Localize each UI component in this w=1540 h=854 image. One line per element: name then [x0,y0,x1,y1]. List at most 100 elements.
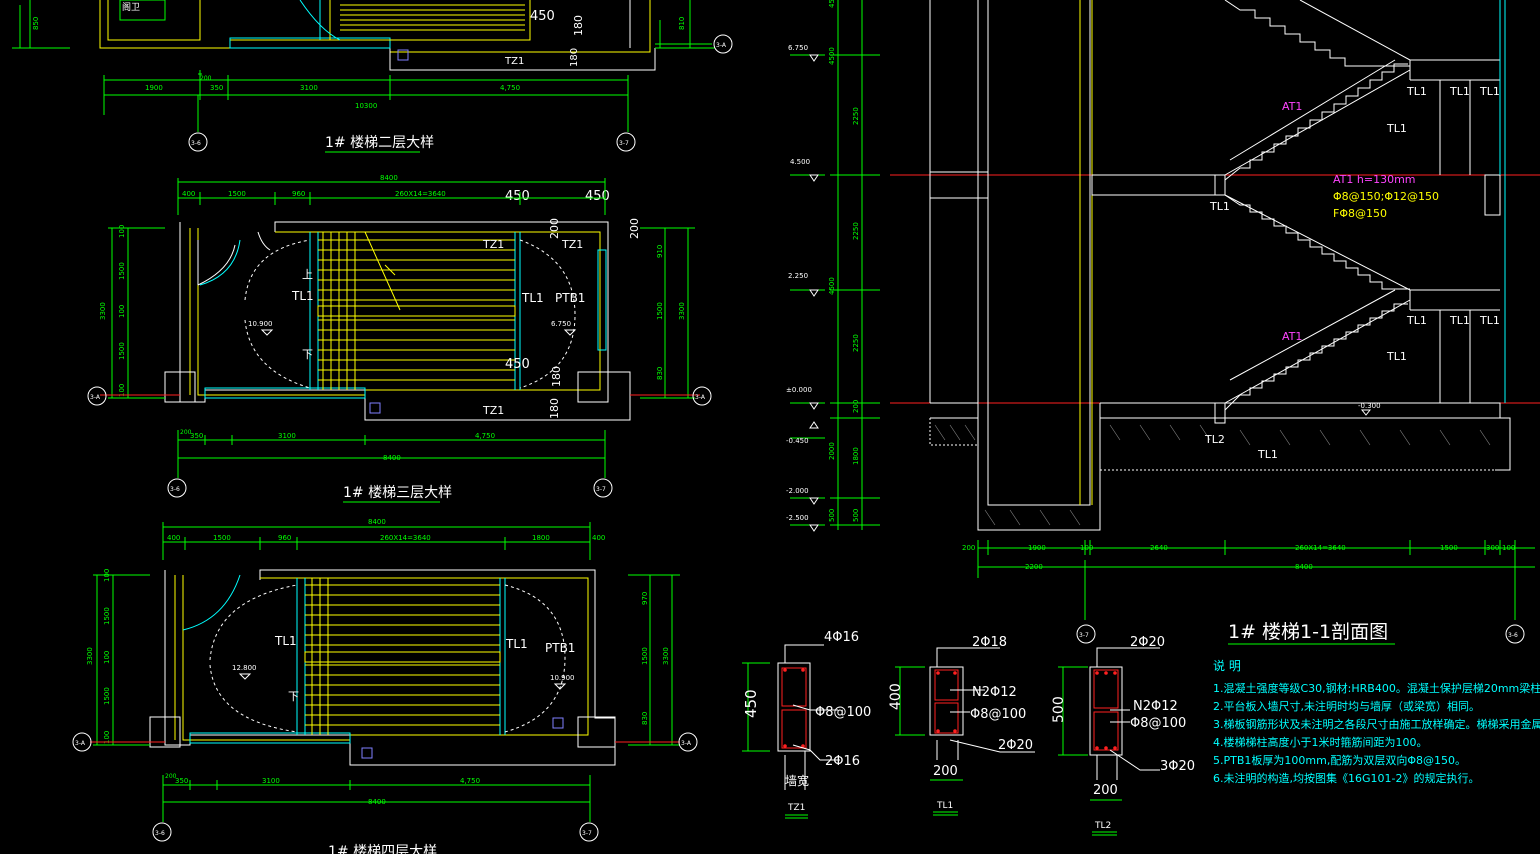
svg-text:100: 100 [1502,544,1515,552]
label-tz1-c: TZ1 [482,404,504,417]
svg-text:200: 200 [962,544,975,552]
svg-text:3100: 3100 [262,777,280,785]
svg-text:2.250: 2.250 [788,272,808,280]
svg-text:830: 830 [656,367,664,380]
svg-text:200: 200 [548,218,561,239]
svg-text:3300: 3300 [678,302,686,320]
plan-title: 1# 楼梯二层大样 [325,135,434,151]
svg-text:N2Φ12: N2Φ12 [972,685,1017,700]
note-4: 4.楼梯梯柱高度小于1米时箍筋间距为100。 [1213,735,1428,749]
svg-text:3-6: 3-6 [1508,632,1518,639]
svg-text:100: 100 [103,569,111,582]
svg-text:2640: 2640 [1150,544,1168,552]
detail-tl1: 400 2Φ18 N2Φ12 Φ8@100 2Φ20 200 TL1 [888,635,1035,816]
svg-text:180: 180 [548,398,561,419]
svg-text:400: 400 [888,683,904,710]
svg-text:12.800: 12.800 [232,664,257,672]
svg-text:450: 450 [505,357,530,372]
svg-text:4500: 4500 [828,47,836,65]
svg-text:4.500: 4.500 [790,158,810,166]
svg-text:PTB1: PTB1 [545,641,575,655]
svg-text:970: 970 [641,592,649,605]
section-1-1: 6.750 4.500 2.250 ±0.000 -0.450 -2.000 -… [786,0,1540,645]
svg-text:1500: 1500 [103,687,111,705]
svg-text:2250: 2250 [852,107,860,125]
note-5: 5.PTB1板厚为100mm,配筋为双层双向Φ8@150。 [1213,753,1466,767]
svg-text:4500: 4500 [828,0,836,8]
svg-text:260X14=3640: 260X14=3640 [1295,544,1346,552]
svg-text:3300: 3300 [86,647,94,665]
svg-text:200: 200 [165,773,177,780]
svg-text:3300: 3300 [99,302,107,320]
svg-text:100: 100 [118,225,126,238]
svg-text:3-7: 3-7 [619,140,629,147]
svg-text:3-A: 3-A [90,394,101,401]
svg-text:200: 200 [180,429,192,436]
svg-text:TL1: TL1 [1386,122,1407,135]
svg-text:3-7: 3-7 [596,486,606,493]
svg-text:2250: 2250 [852,334,860,352]
plan-fourth-floor: TL1 TL1 PTB1 下 12.800 10.900 8400 400 15… [72,518,698,854]
dim-3100: 3100 [300,84,318,92]
svg-text:TL1: TL1 [1449,314,1470,327]
at1-note-3: FΦ8@150 [1333,207,1387,220]
svg-text:-0.450: -0.450 [786,437,809,445]
svg-text:400: 400 [167,534,180,542]
svg-text:3-7: 3-7 [1079,632,1089,639]
svg-text:6.750: 6.750 [788,44,808,52]
dim-4750: 4,750 [500,84,520,92]
at1-note-2: Φ8@150;Φ12@150 [1333,190,1439,203]
label: 阁卫 [122,1,140,13]
svg-text:500: 500 [852,509,860,522]
detail-tz1: 450 4Φ16 Φ8@100 2Φ16 墙宽 TZ1 [742,630,871,819]
label-tl1-a: TL1 [291,289,314,303]
note-1: 1.混凝土强度等级C30,钢材:HRB400。混凝土保护层梯20mm梁柱30mm… [1213,681,1540,695]
dim-right: 810 [678,17,686,30]
svg-text:100: 100 [1080,544,1093,552]
svg-text:2200: 2200 [1025,563,1043,571]
svg-text:8400: 8400 [383,454,401,462]
svg-text:200: 200 [200,75,212,82]
svg-text:500: 500 [1051,696,1067,723]
label-180: 180 [572,15,585,36]
svg-text:400: 400 [592,534,605,542]
svg-text:-2.000: -2.000 [786,487,809,495]
notes-heading: 说 明 [1213,658,1241,673]
svg-text:Φ8@100: Φ8@100 [815,705,871,720]
svg-text:100: 100 [103,731,111,744]
svg-text:2250: 2250 [852,222,860,240]
svg-text:260X14=3640: 260X14=3640 [380,534,431,542]
svg-text:TL1: TL1 [936,801,953,811]
label-450: 450 [530,9,555,24]
svg-text:TL1: TL1 [274,634,297,648]
svg-text:830: 830 [641,712,649,725]
notes: 说 明 1.混凝土强度等级C30,钢材:HRB400。混凝土保护层梯20mm梁柱… [1213,658,1540,785]
svg-text:4Φ16: 4Φ16 [824,630,859,645]
svg-text:3-A: 3-A [75,740,86,747]
label-tz1-a: TZ1 [482,238,504,251]
label-up: 上 [302,268,313,281]
svg-text:1800: 1800 [532,534,550,542]
dim-left: 850 [32,17,40,30]
svg-text:200: 200 [852,400,860,413]
svg-text:200: 200 [933,764,958,779]
svg-text:3-A: 3-A [695,394,706,401]
svg-text:TL2: TL2 [1094,821,1111,831]
svg-text:墙宽: 墙宽 [785,773,809,788]
svg-text:180: 180 [550,366,563,387]
svg-text:1500: 1500 [103,607,111,625]
svg-text:2Φ20: 2Φ20 [1130,635,1165,650]
svg-text:4,750: 4,750 [460,777,480,785]
elevation-markers: 6.750 4.500 2.250 ±0.000 -0.450 -2.000 -… [786,44,825,532]
svg-text:100: 100 [118,384,126,397]
svg-text:TL2: TL2 [1204,433,1225,446]
svg-text:TL1: TL1 [1479,85,1500,98]
svg-text:3-6: 3-6 [155,830,165,837]
section-title: 1# 楼梯1-1剖面图 [1228,621,1388,643]
svg-text:-2.500: -2.500 [786,514,809,522]
svg-text:1500: 1500 [118,262,126,280]
svg-text:4500: 4500 [828,277,836,295]
svg-text:1500: 1500 [1440,544,1458,552]
label-tl1-b: TL1 [521,291,544,305]
